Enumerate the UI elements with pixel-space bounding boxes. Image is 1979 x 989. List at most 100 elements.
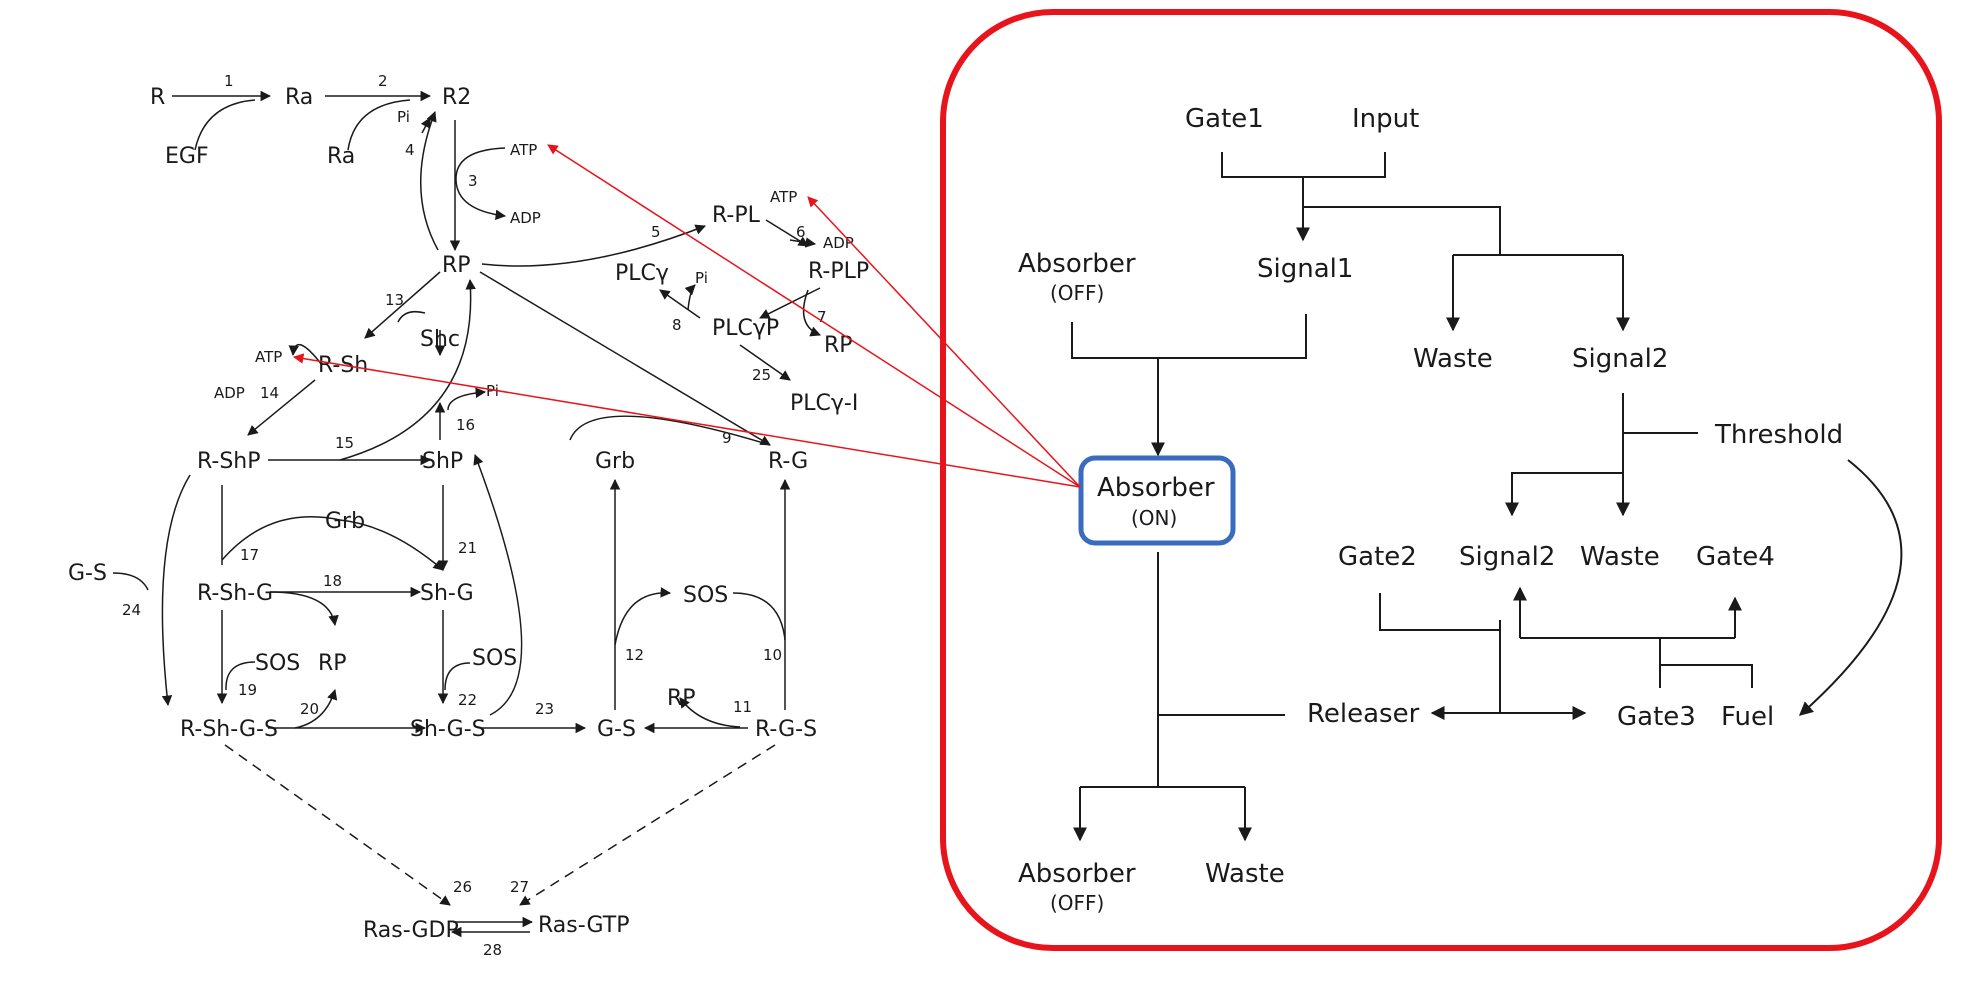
reaction-number: 6 — [796, 223, 806, 241]
network-nodes: Gate1 Input Absorber (OFF) Signal1 Waste… — [1018, 104, 1843, 915]
reaction-number: 16 — [456, 416, 475, 434]
species-R: R — [150, 85, 165, 110]
species-Ras-GTP: Ras-GTP — [538, 913, 629, 938]
reaction-number: 7 — [817, 308, 827, 326]
reaction-number: 4 — [405, 141, 415, 159]
pathway-species: R Ra R2 EGF Ra Pi ATP ADP RP R-PL ATP AD… — [68, 85, 869, 943]
species-Shc: Shc — [420, 327, 460, 352]
absorber-atp-links — [292, 144, 1081, 488]
reaction-number: 5 — [651, 223, 661, 241]
species-EGF: EGF — [165, 144, 209, 169]
species-R-Sh-G: R-Sh-G — [197, 581, 273, 606]
species-ADP-14: ADP — [214, 384, 245, 402]
node-absorber-bottom-state: (OFF) — [1050, 891, 1104, 915]
reaction-number: 11 — [733, 698, 752, 716]
species-ADP-3: ADP — [510, 209, 541, 227]
species-Grb-17: Grb — [325, 509, 365, 534]
reaction-number: 1 — [224, 72, 234, 90]
pathway-reaction-numbers: 1 2 3 4 5 6 7 8 9 10 11 12 13 14 15 16 1… — [122, 72, 827, 959]
species-ATP-14: ATP — [255, 348, 282, 366]
node-absorber-top: Absorber — [1018, 249, 1136, 279]
node-gate4: Gate4 — [1696, 542, 1775, 572]
reaction-number: 19 — [238, 681, 257, 699]
species-Sh-G: Sh-G — [420, 581, 474, 606]
species-ShP: ShP — [422, 449, 463, 474]
species-G-S: G-S — [597, 717, 636, 742]
link-absorber-atp-14 — [292, 353, 1081, 488]
species-PLCgP: PLCγP — [712, 316, 779, 341]
species-PLCg: PLCγ — [615, 261, 669, 286]
species-RP-11: RP — [667, 686, 696, 711]
species-ATP-3: ATP — [510, 141, 537, 159]
species-ADP-6: ADP — [823, 234, 854, 252]
species-Ra: Ra — [285, 85, 313, 110]
species-G-S-24: G-S — [68, 561, 107, 586]
node-waste-1: Waste — [1413, 344, 1493, 374]
species-Sh-G-S: Sh-G-S — [410, 717, 486, 742]
species-Pi-16: Pi — [486, 382, 499, 400]
node-fuel: Fuel — [1721, 702, 1774, 732]
species-Ras-GDP: Ras-GDP — [363, 918, 459, 943]
node-input: Input — [1352, 104, 1419, 134]
species-R-ShP: R-ShP — [197, 449, 261, 474]
reaction-number: 21 — [458, 539, 477, 557]
species-RP-7: RP — [824, 333, 853, 358]
reaction-number: 26 — [453, 878, 472, 896]
absorber-on-highlight — [1078, 455, 1236, 546]
species-R-PL: R-PL — [712, 203, 761, 228]
species-SOS-22: SOS — [472, 646, 517, 671]
species-ATP-6: ATP — [770, 188, 797, 206]
species-SOS-10: SOS — [683, 583, 728, 608]
species-Pi-8: Pi — [695, 269, 708, 287]
node-absorber-top-state: (OFF) — [1050, 281, 1104, 305]
species-R-G: R-G — [768, 449, 808, 474]
pathway-edges — [112, 90, 821, 938]
reaction-number: 23 — [535, 700, 554, 718]
reaction-number: 13 — [385, 291, 404, 309]
species-RP: RP — [442, 253, 471, 278]
node-absorber-on: Absorber — [1097, 473, 1215, 503]
node-waste-2: Waste — [1580, 542, 1660, 572]
node-threshold: Threshold — [1714, 420, 1843, 450]
node-signal2-mid: Signal2 — [1459, 542, 1555, 572]
node-gate3: Gate3 — [1617, 702, 1696, 732]
reaction-number: 2 — [378, 72, 388, 90]
species-R-Sh-G-S: R-Sh-G-S — [180, 717, 278, 742]
species-Ra-input: Ra — [327, 144, 355, 169]
species-Pi-4: Pi — [397, 108, 410, 126]
pathway-diagram: R Ra R2 EGF Ra Pi ATP ADP RP R-PL ATP AD… — [68, 72, 869, 959]
species-RP-18: RP — [318, 651, 347, 676]
reaction-number: 18 — [323, 572, 342, 590]
network-diagram: Gate1 Input Absorber (OFF) Signal1 Waste… — [940, 9, 1942, 951]
reaction-number: 3 — [468, 172, 478, 190]
reaction-number: 15 — [335, 434, 354, 452]
network-edges — [1071, 152, 1903, 842]
species-R-G-S: R-G-S — [755, 717, 817, 742]
reaction-number: 28 — [483, 941, 502, 959]
node-gate2: Gate2 — [1338, 542, 1417, 572]
species-Grb-9: Grb — [595, 449, 635, 474]
reaction-number: 25 — [752, 366, 771, 384]
reaction-number: 24 — [122, 601, 141, 619]
reaction-number: 22 — [458, 691, 477, 709]
network-frame — [940, 9, 1942, 951]
link-absorber-atp-6 — [807, 196, 1081, 488]
reaction-number: 12 — [625, 646, 644, 664]
reaction-number: 14 — [260, 384, 279, 402]
reaction-number: 17 — [240, 546, 259, 564]
node-absorber-on-state: (ON) — [1131, 506, 1177, 530]
node-absorber-bottom: Absorber — [1018, 859, 1136, 889]
species-R-PLP: R-PLP — [808, 259, 869, 284]
reaction-number: 10 — [763, 646, 782, 664]
reaction-number: 20 — [300, 700, 319, 718]
reaction-number: 9 — [722, 429, 732, 447]
species-PLCg-I: PLCγ-I — [790, 391, 858, 416]
node-signal1: Signal1 — [1257, 254, 1353, 284]
reaction-number: 27 — [510, 878, 529, 896]
link-absorber-atp-3 — [547, 144, 1081, 488]
node-waste-3: Waste — [1205, 859, 1285, 889]
node-gate1: Gate1 — [1185, 104, 1264, 134]
species-R2: R2 — [442, 85, 471, 110]
node-signal2-top: Signal2 — [1572, 344, 1668, 374]
